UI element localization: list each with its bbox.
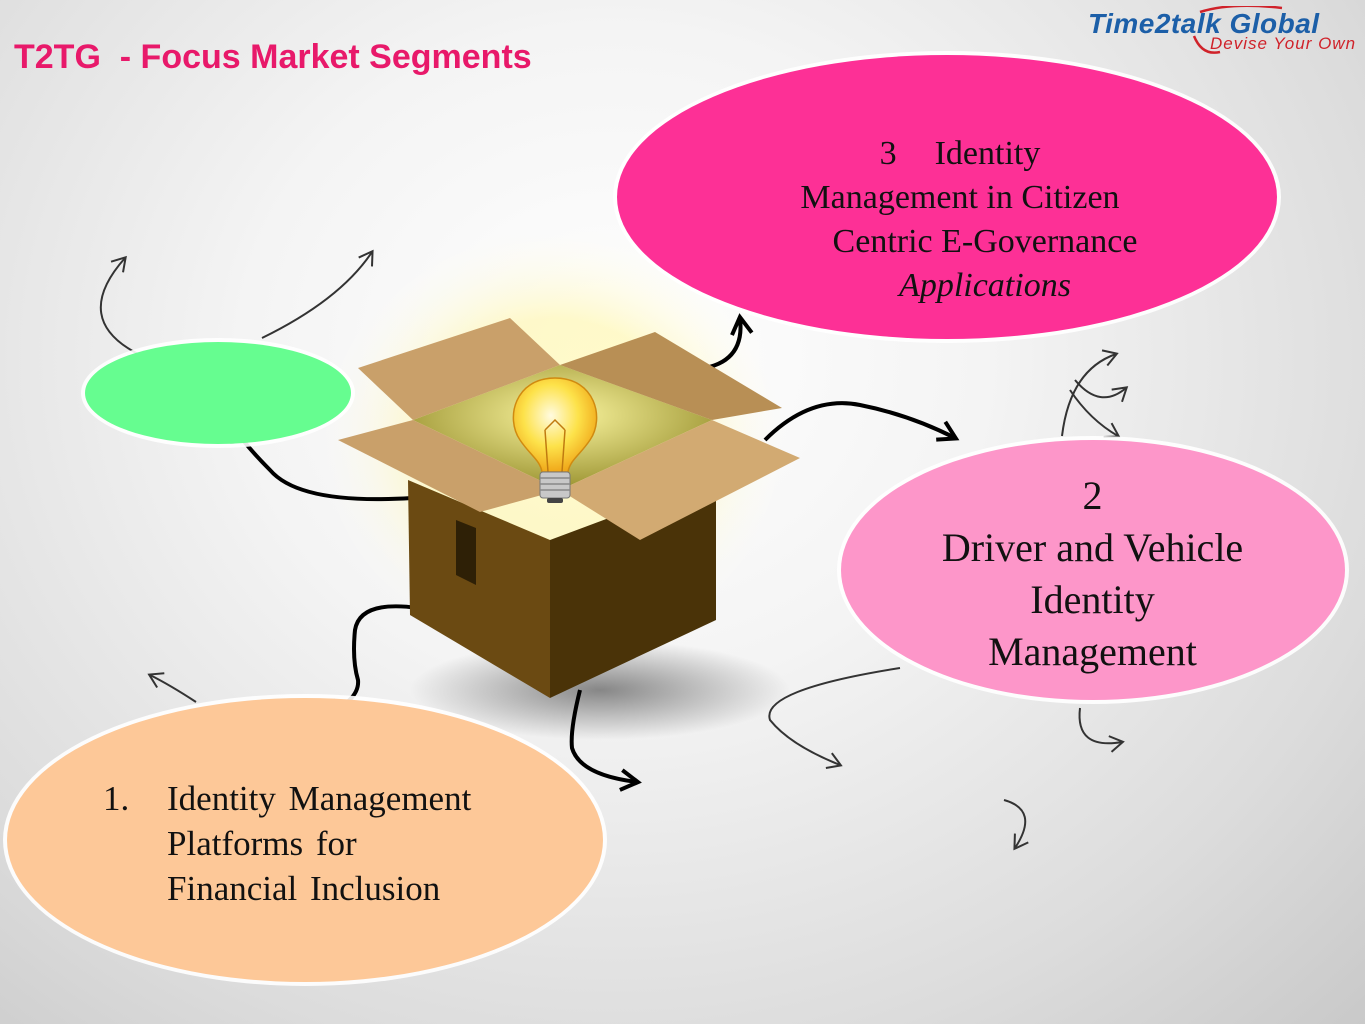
segment3-line1: Identity xyxy=(934,135,1041,172)
segment1-ellipse xyxy=(7,698,603,982)
segment2-line1: Driver and Vehicle xyxy=(941,525,1244,570)
logo-swoosh-icon xyxy=(1192,6,1283,54)
thin-arrow xyxy=(261,249,374,339)
thin-arrow xyxy=(1069,389,1121,438)
segment3-line4: Applications xyxy=(899,267,1071,304)
segment2-number: 2 xyxy=(1082,473,1103,518)
logo-tagline: Devise Your Own xyxy=(1210,34,1357,53)
thin-arrow xyxy=(147,672,197,703)
thin-arrow xyxy=(99,255,141,356)
segment3-line3: Centric E-Governance xyxy=(832,223,1138,260)
segment2-ellipse xyxy=(841,440,1345,700)
segment2-label: 2 Driver and Vehicle Identity Management xyxy=(880,470,1305,678)
thin-arrow xyxy=(1078,707,1125,753)
logo-name: Time2talk Global xyxy=(1088,8,1320,39)
thin-arrow xyxy=(1003,799,1029,851)
blank-segment-ellipse xyxy=(85,342,351,444)
company-logo: Time2talk Global Devise Your Own xyxy=(1082,6,1362,64)
segment1-number: 1. xyxy=(103,779,130,818)
thick-arrow-to-segment2 xyxy=(763,401,960,442)
segment3-number: 3 xyxy=(879,135,897,172)
segment1-label: 1. Identity Management Platforms for Fina… xyxy=(103,776,523,911)
segment3-label: 3 Identity Management in Citizen Centric … xyxy=(700,132,1220,308)
segment3-ellipse xyxy=(617,55,1277,339)
segment2-line3: Management xyxy=(988,629,1197,674)
thick-arrow-down xyxy=(569,689,642,792)
segment1-line3: Financial Inclusion xyxy=(167,869,441,908)
thin-arrow xyxy=(768,667,901,769)
thin-arrow xyxy=(1061,349,1119,437)
page-title: T2TG - Focus Market Segments xyxy=(14,38,532,76)
segment1-line1: Identity Management xyxy=(167,779,472,818)
segment2-line2: Identity xyxy=(1030,577,1155,622)
thin-arrow xyxy=(1074,379,1129,403)
thin-arrows xyxy=(99,249,1129,851)
segment1-line2: Platforms for xyxy=(167,824,357,863)
lightbulb-icon xyxy=(512,377,598,503)
segment3-line2: Management in Citizen xyxy=(800,179,1120,216)
